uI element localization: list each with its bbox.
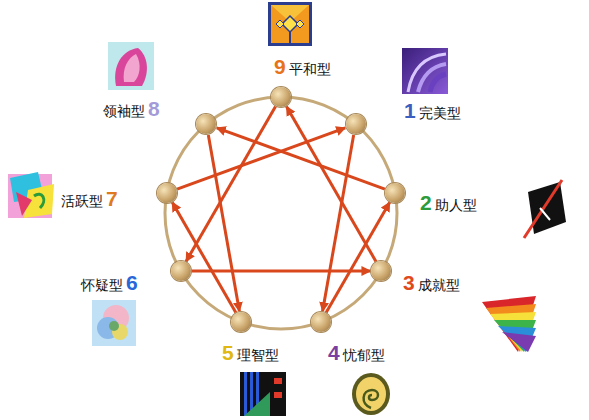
- icon-red: [274, 378, 282, 384]
- icon-ground: [108, 42, 154, 90]
- type2-icon: [520, 178, 570, 240]
- icon-spiral: [364, 390, 378, 408]
- icon-green: [244, 392, 270, 416]
- icon-shape: [16, 192, 32, 216]
- icon-stripe: [244, 372, 247, 416]
- icon-band: [494, 320, 536, 352]
- icon-diamond: [276, 20, 284, 28]
- type-number: 9: [274, 56, 286, 77]
- icon-ground: [92, 300, 136, 346]
- type8-icon: [108, 42, 154, 90]
- type-number: 4: [328, 342, 340, 363]
- type7-icon: [8, 170, 56, 222]
- type-number: 3: [403, 272, 415, 293]
- type-label: 3成就型: [403, 272, 463, 293]
- icon-band: [502, 332, 536, 352]
- icon-curve: [408, 54, 446, 92]
- ring-circle: [165, 97, 397, 329]
- type-point: 1完美型: [346, 114, 366, 134]
- type-point: 2助人型: [385, 183, 405, 203]
- type-point: 3成就型: [371, 261, 391, 281]
- type-name: 平和型: [289, 62, 331, 76]
- type-name: 助人型: [435, 198, 477, 212]
- type9-icon: [268, 2, 312, 46]
- direction-arrow: [326, 202, 390, 312]
- direction-arrow: [186, 107, 275, 262]
- direction-arrow: [286, 107, 375, 262]
- type-point: 8领袖型: [196, 114, 216, 134]
- icon-curve: [430, 74, 446, 92]
- direction-arrow: [217, 128, 385, 189]
- type-name: 成就型: [418, 278, 460, 292]
- type-name: 理智型: [237, 348, 279, 362]
- icon-band: [482, 296, 536, 352]
- icon-egg: [352, 373, 390, 415]
- type-point: 7活跃型: [157, 183, 177, 203]
- type-label: 7活跃型: [58, 188, 118, 209]
- icon-band: [486, 304, 536, 352]
- icon-line: [289, 32, 291, 43]
- type5-icon: [240, 372, 286, 416]
- icon-egg-inner: [356, 377, 386, 411]
- type-number: 6: [126, 272, 138, 293]
- direction-arrow: [208, 135, 239, 311]
- type-name: 领袖型: [103, 104, 145, 118]
- type-number: 2: [420, 192, 432, 213]
- icon-slash: [524, 180, 562, 238]
- icon-circle: [109, 321, 119, 331]
- icon-ground: [268, 2, 312, 46]
- type-number: 1: [404, 100, 416, 121]
- type-name: 活跃型: [61, 194, 103, 208]
- type-label: 9平和型: [274, 56, 334, 77]
- direction-arrow: [172, 202, 236, 312]
- type-name: 怀疑型: [81, 278, 123, 292]
- icon-diamond: [296, 20, 304, 28]
- icon-band: [490, 312, 536, 352]
- type-name: 忧郁型: [343, 348, 385, 362]
- icon-block: [528, 182, 566, 234]
- direction-arrow: [177, 128, 345, 189]
- type-label: 2助人型: [420, 192, 480, 213]
- type1-icon: [402, 48, 448, 94]
- icon-ground: [240, 372, 286, 416]
- icon-tulip: [115, 48, 147, 86]
- type-number: 8: [148, 98, 160, 119]
- type-number: 7: [106, 188, 118, 209]
- type-label: 8领袖型: [100, 98, 160, 119]
- type-number: 5: [222, 342, 234, 363]
- type-point: 6怀疑型: [171, 261, 191, 281]
- type-label: 4忧郁型: [328, 342, 388, 363]
- type-label: 5理智型: [222, 342, 282, 363]
- type-name: 完美型: [419, 106, 461, 120]
- icon-band: [498, 326, 536, 352]
- type-label: 6怀疑型: [78, 272, 138, 293]
- icon-curve: [418, 64, 446, 92]
- type3-icon: [478, 292, 540, 356]
- type6-icon: [92, 300, 136, 346]
- direction-arrow: [192, 270, 371, 273]
- type4-icon: [350, 368, 392, 416]
- type-point: 5理智型: [231, 312, 251, 332]
- type-point: 4忧郁型: [311, 312, 331, 332]
- type-point: 9平和型: [271, 87, 291, 107]
- icon-red: [274, 392, 282, 398]
- type-label: 1完美型: [404, 100, 464, 121]
- icon-ground: [402, 48, 448, 94]
- icon-petal: [124, 54, 140, 82]
- icon-curve: [34, 194, 44, 208]
- icon-panel: [271, 5, 309, 43]
- direction-arrow: [323, 135, 354, 311]
- icon-mark: [540, 208, 550, 220]
